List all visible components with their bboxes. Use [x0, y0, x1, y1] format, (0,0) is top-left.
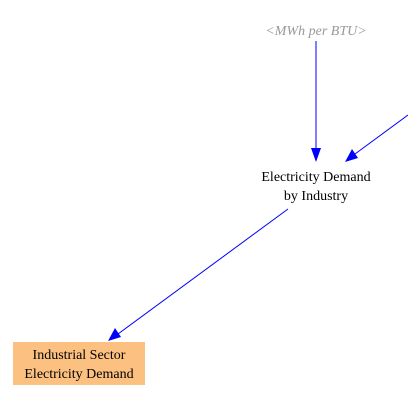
- arrow-mwh-to-demand: [311, 41, 321, 162]
- electricity-demand-by-industry-line2: by Industry: [284, 189, 348, 204]
- arrow-demand-to-sector: [108, 208, 289, 341]
- arrow-offscreen-to-demand: [345, 114, 408, 162]
- industrial-sector-electricity-demand-box: [13, 342, 145, 385]
- mwh-per-btu-label: <MWh per BTU>: [265, 24, 366, 39]
- industrial-sector-electricity-demand-node: Industrial Sector Electricity Demand: [13, 342, 145, 385]
- industrial-sector-electricity-demand-line1: Industrial Sector: [33, 348, 126, 363]
- electricity-demand-by-industry-node: Electricity Demand by Industry: [261, 170, 370, 204]
- electricity-demand-by-industry-line1: Electricity Demand: [261, 170, 370, 185]
- industrial-sector-electricity-demand-line2: Electricity Demand: [24, 367, 133, 382]
